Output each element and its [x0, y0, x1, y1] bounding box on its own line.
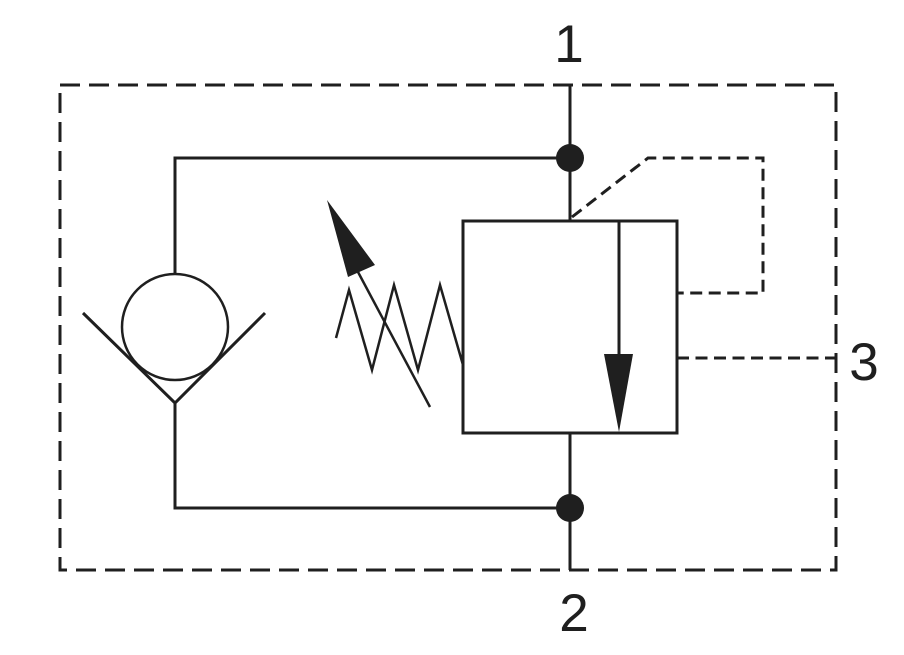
- spring-zigzag-icon: [334, 280, 465, 375]
- port-3-label: 3: [849, 333, 878, 392]
- check-valve-branch-top-line: [173, 156, 570, 275]
- junction-dot-bottom: [556, 494, 584, 522]
- check-valve-branch-bottom-line: [173, 403, 570, 510]
- schematic-fills: [327, 144, 633, 522]
- junction-dot-top: [556, 144, 584, 172]
- pilot-dashed-line: [571, 156, 765, 295]
- check-valve-ball-icon: [120, 272, 230, 382]
- check-valve-seat-icon: [81, 311, 267, 406]
- flow-arrow-down-icon: [604, 354, 633, 432]
- port-1-label: 1: [554, 15, 583, 74]
- port-labels: 1 2 3: [554, 15, 878, 643]
- schematic-linework: [58, 83, 838, 572]
- port-2-label: 2: [559, 584, 588, 643]
- enclosure-dashed-boundary: [58, 83, 838, 572]
- adjustment-arrowhead-icon: [327, 200, 375, 277]
- valve-body-square: [461, 219, 679, 435]
- adjustment-arrow-shaft: [356, 271, 432, 408]
